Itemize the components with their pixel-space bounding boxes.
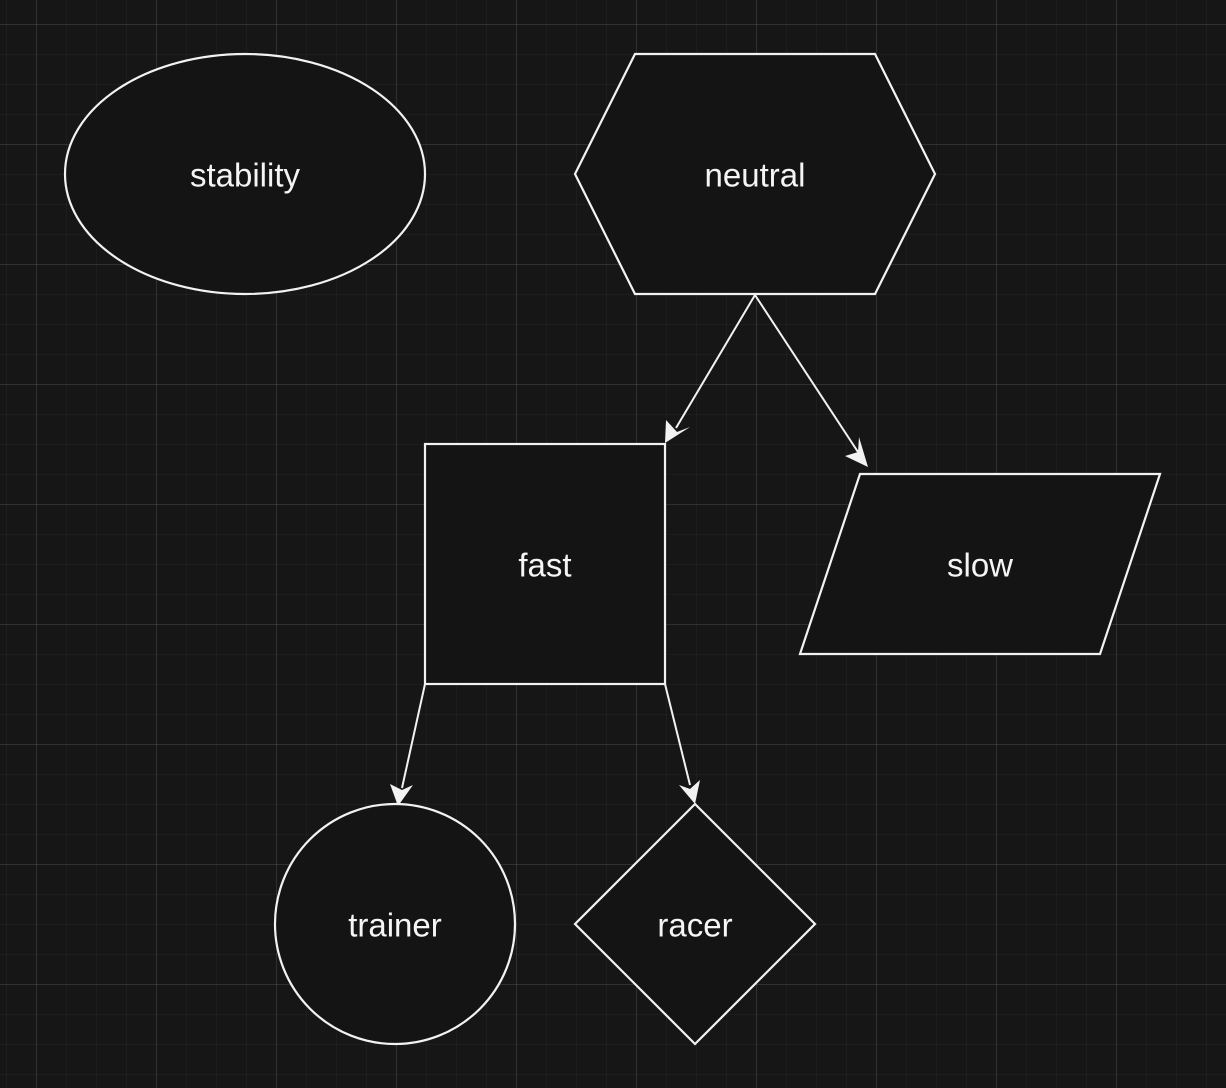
diamond-shape — [573, 802, 817, 1046]
edge-neutral-to-fast[interactable] — [665, 294, 756, 443]
edges — [390, 294, 868, 806]
node-slow[interactable]: slow — [798, 472, 1162, 656]
edge-fast-to-trainer[interactable] — [390, 683, 426, 806]
node-racer[interactable]: racer — [573, 802, 817, 1046]
node-label-slow: slow — [947, 547, 1013, 584]
hexagon-shape — [573, 52, 937, 296]
edge-fast-to-racer[interactable] — [664, 683, 700, 804]
ellipse-shape — [63, 52, 427, 296]
node-trainer[interactable]: trainer — [273, 802, 517, 1046]
node-label-fast: fast — [518, 547, 571, 584]
node-fast[interactable]: fast — [423, 442, 667, 686]
node-label-neutral: neutral — [705, 157, 806, 194]
node-neutral[interactable]: neutral — [573, 52, 937, 296]
node-stability[interactable]: stability — [63, 52, 427, 296]
node-label-trainer: trainer — [348, 907, 442, 944]
square-shape — [423, 442, 667, 686]
node-label-stability: stability — [190, 157, 301, 194]
node-label-racer: racer — [657, 907, 732, 944]
edge-neutral-to-slow[interactable] — [754, 294, 868, 467]
circle-shape — [273, 802, 517, 1046]
parallelogram-shape — [798, 472, 1162, 656]
